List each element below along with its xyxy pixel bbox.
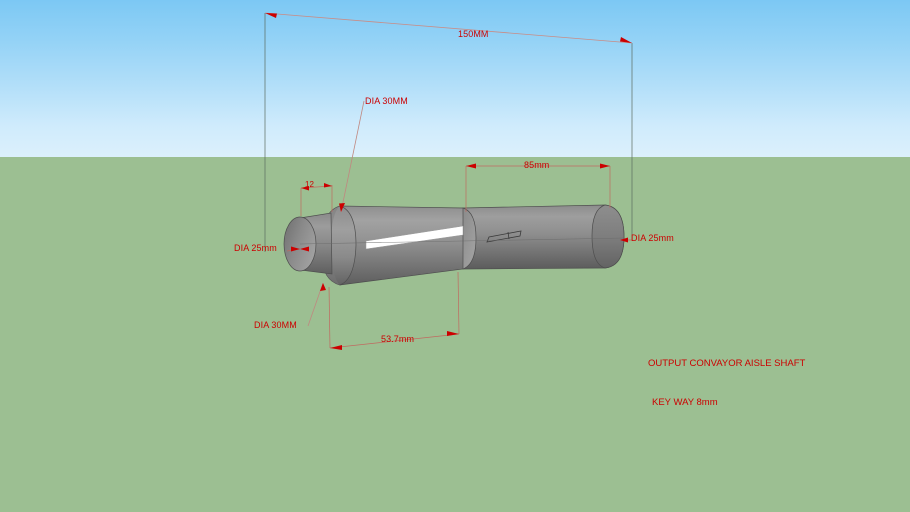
arrow-left-537 (330, 345, 342, 350)
arrow-right-537 (447, 331, 459, 336)
right-keyway-divider (507, 231, 510, 240)
label-dia-30mm-bottom: DIA 30MM (254, 320, 297, 330)
label-85mm: 85mm (524, 160, 550, 170)
ext-line-right-537 (457, 271, 460, 335)
dimension-85mm (465, 163, 611, 212)
ext-line-left-537 (328, 286, 331, 349)
shaft-model (283, 204, 625, 286)
leader-dia-25mm-left (286, 246, 309, 252)
label-150mm: 150MM (458, 29, 489, 39)
leader-dia-25mm-right (620, 237, 632, 243)
arrow-dia30-bottom (320, 283, 326, 291)
dimension-150mm (264, 12, 633, 252)
arrow-dia25-left (291, 246, 300, 252)
arrow-left-150 (265, 13, 277, 18)
arrow-dia25-left-b (300, 246, 309, 252)
label-12: 12 (305, 180, 315, 189)
sky-background (0, 0, 910, 157)
arrow-dia25-right (620, 237, 628, 243)
right-end-cap (591, 204, 625, 269)
label-dia-30mm-top: DIA 30MM (365, 96, 408, 106)
shaft-right-section (462, 204, 625, 270)
arrow-right-85 (600, 163, 610, 169)
dimension-53-7mm (328, 271, 460, 350)
arrow-left-85 (466, 163, 476, 169)
arrow-right-150 (620, 37, 632, 43)
dim-line-150 (264, 12, 633, 44)
annotation-key-way: KEY WAY 8mm (652, 397, 718, 408)
arrow-right-12 (324, 183, 332, 188)
main-body-surface (339, 205, 464, 286)
annotation-part-name: OUTPUT CONVAYOR AISLE SHAFT (648, 358, 806, 369)
shaft-main-body (339, 205, 464, 286)
leader-line-dia30-top (340, 100, 365, 213)
keyway-slot (365, 225, 464, 250)
label-dia-25mm-left: DIA 25mm (234, 243, 277, 253)
dim-line-537 (329, 333, 460, 349)
leader-dia-30mm-top (339, 100, 365, 213)
label-53-7mm: 53.7mm (381, 334, 415, 344)
center-axis-line (299, 237, 625, 245)
arrow-left-12 (301, 186, 309, 191)
dimension-12mm (300, 183, 333, 216)
leader-dia-30mm-bottom (307, 282, 326, 327)
arrow-dia30-top (339, 203, 345, 212)
label-dia-25mm-right: DIA 25mm (631, 233, 674, 243)
